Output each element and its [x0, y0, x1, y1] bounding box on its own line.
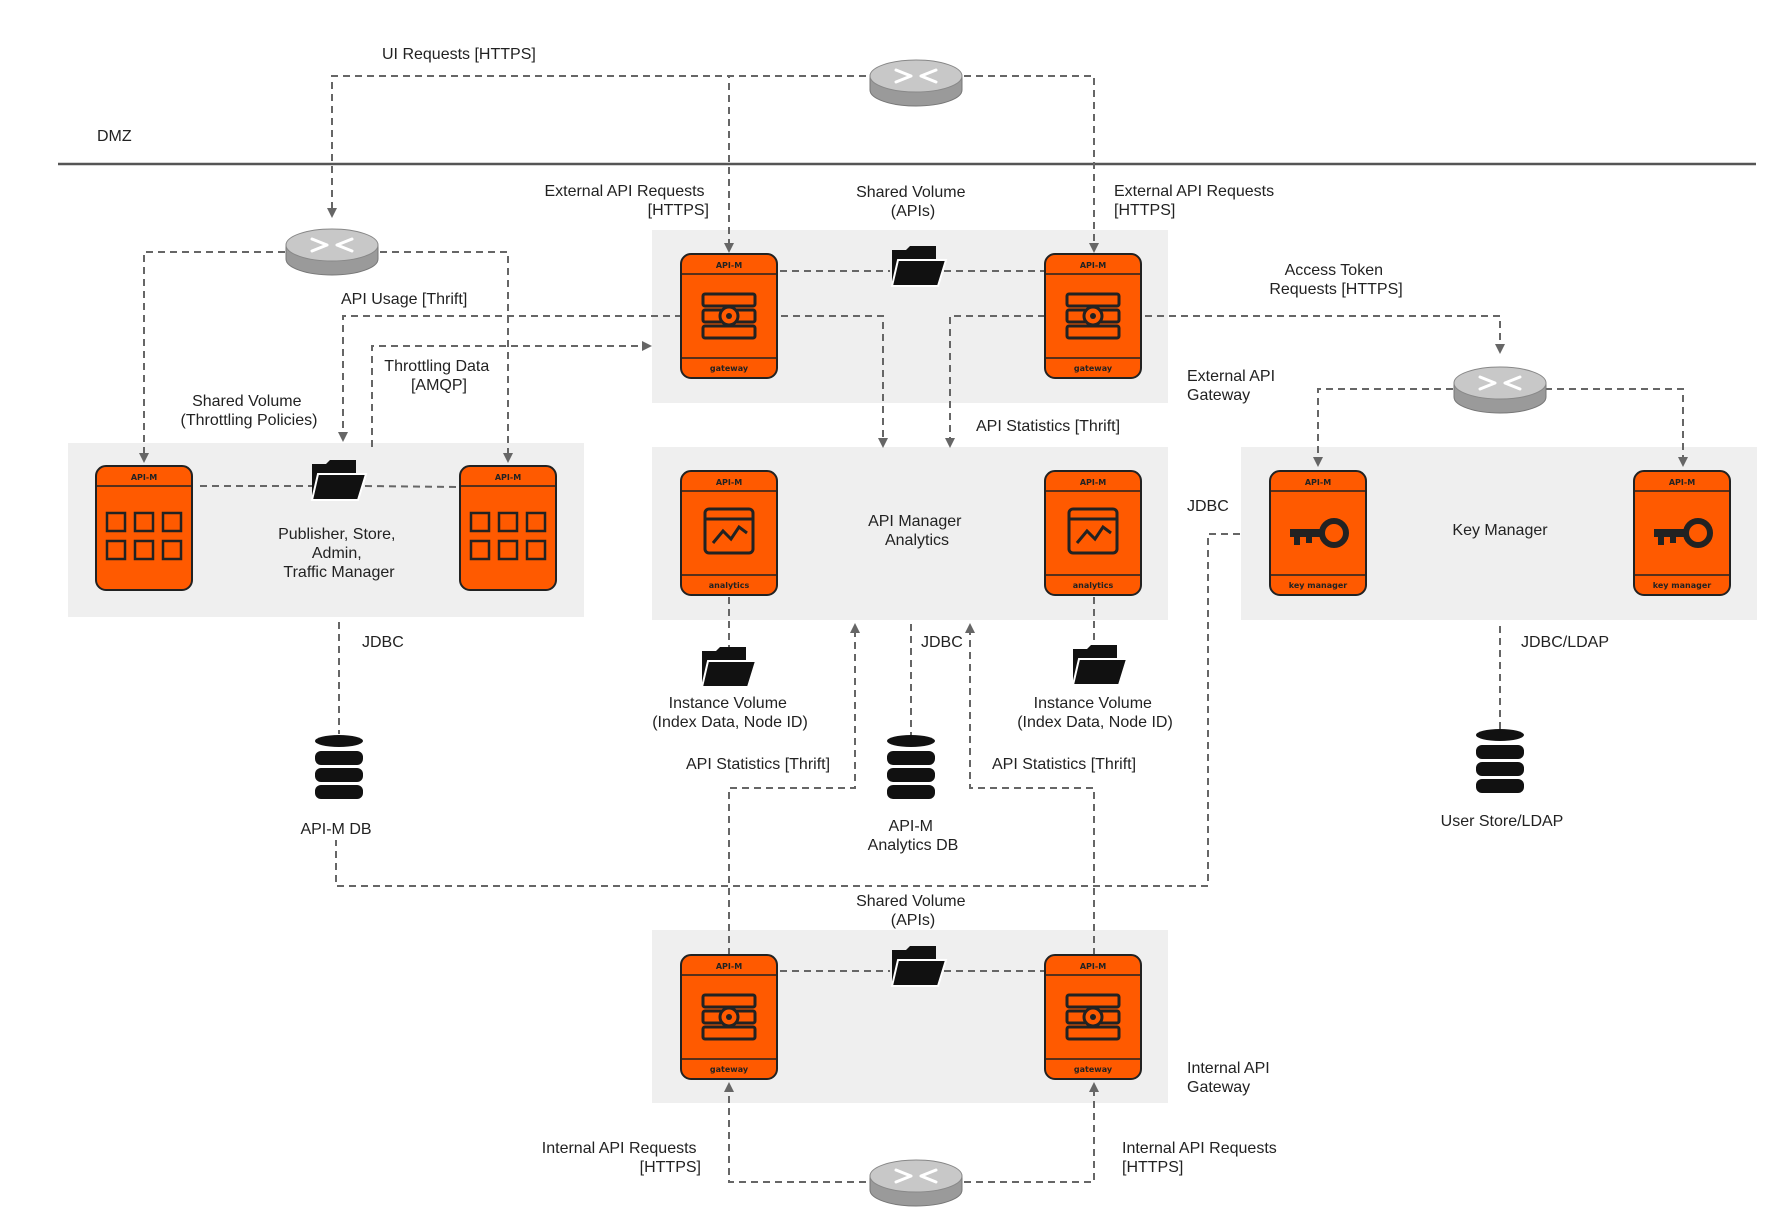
svg-text:API-M: API-M	[716, 962, 742, 971]
label-throttling-data: Throttling Data [AMQP]	[384, 358, 493, 394]
label-api-stats-top: API Statistics [Thrift]	[976, 418, 1120, 435]
label-apim-db: API-M DB	[300, 821, 371, 838]
svg-text:key manager: key manager	[1289, 581, 1348, 590]
publisher-node: API-M	[459, 465, 557, 591]
folder-icon	[700, 647, 758, 688]
svg-text:key manager: key manager	[1653, 581, 1712, 590]
folder-icon	[890, 246, 948, 287]
database-icon	[1476, 729, 1524, 793]
svg-text:API-M: API-M	[1305, 478, 1331, 487]
label-user-store: User Store/LDAP	[1441, 813, 1564, 830]
svg-text:API-M: API-M	[1080, 478, 1106, 487]
key-icon	[1290, 518, 1349, 548]
label-ui-requests: UI Requests [HTTPS]	[382, 46, 536, 63]
label-int-requests-right: Internal API Requests [HTTPS]	[1122, 1140, 1281, 1176]
label-key-manager-zone: Key Manager	[1452, 522, 1548, 539]
label-dmz: DMZ	[97, 128, 132, 145]
key-manager-node: API-M key manager	[1633, 470, 1731, 596]
svg-text:analytics: analytics	[1073, 581, 1114, 590]
gateway-server-icon	[1065, 993, 1121, 1041]
label-jdbc-ldap: JDBC/LDAP	[1521, 634, 1609, 651]
svg-text:API-M: API-M	[1080, 261, 1106, 270]
svg-text:API-M: API-M	[1669, 478, 1695, 487]
gateway-server-icon	[701, 993, 757, 1041]
svg-text:API-M: API-M	[716, 478, 742, 487]
svg-text:gateway: gateway	[710, 364, 749, 373]
database-icon	[887, 735, 935, 799]
router-icon	[869, 59, 963, 107]
router-icon	[1453, 366, 1547, 414]
label-publisher-zone: Publisher, Store, Admin, Traffic Manager	[278, 526, 400, 581]
label-jdbc-mid: JDBC	[921, 634, 963, 651]
svg-text:analytics: analytics	[709, 581, 750, 590]
publisher-grid-icon	[105, 511, 183, 561]
svg-text:gateway: gateway	[710, 1065, 749, 1074]
analytics-chart-icon	[1067, 507, 1119, 555]
label-jdbc-analytics: JDBC	[1187, 498, 1229, 515]
folder-icon	[890, 946, 948, 987]
svg-text:API-M: API-M	[1080, 962, 1106, 971]
database-icon	[315, 735, 363, 799]
label-instance-right: Instance Volume (Index Data, Node ID)	[1017, 695, 1173, 731]
label-external-gateway-zone: External API Gateway	[1187, 368, 1280, 404]
label-api-stats-right: API Statistics [Thrift]	[992, 756, 1136, 773]
label-jdbc-publisher: JDBC	[362, 634, 404, 651]
label-int-requests-left: Internal API Requests [HTTPS]	[542, 1140, 701, 1176]
label-ext-requests-left: External API Requests [HTTPS]	[544, 183, 709, 219]
analytics-node: API-M analytics	[680, 470, 778, 596]
label-instance-left: Instance Volume (Index Data, Node ID)	[652, 695, 808, 731]
connectors	[139, 75, 1688, 1183]
svg-text:gateway: gateway	[1074, 364, 1113, 373]
gateway-node: API-M gateway	[1044, 954, 1142, 1080]
analytics-node: API-M analytics	[1044, 470, 1142, 596]
svg-text:API-M: API-M	[495, 473, 521, 482]
label-api-usage: API Usage [Thrift]	[341, 291, 467, 308]
folder-icon	[310, 460, 368, 501]
publisher-grid-icon	[469, 511, 547, 561]
svg-text:API-M: API-M	[131, 473, 157, 482]
label-api-stats-left: API Statistics [Thrift]	[686, 756, 830, 773]
svg-text:API-M: API-M	[716, 261, 742, 270]
key-manager-node: API-M key manager	[1269, 470, 1367, 596]
label-shared-volume-throttle: Shared Volume (Throttling Policies)	[181, 393, 318, 429]
label-shared-volume-bottom: Shared Volume (APIs)	[856, 893, 970, 929]
router-icon	[285, 228, 379, 276]
label-analytics-zone: API Manager Analytics	[868, 513, 966, 549]
label-ext-requests-right: External API Requests [HTTPS]	[1114, 183, 1279, 219]
label-internal-gateway-zone: Internal API Gateway	[1187, 1060, 1274, 1096]
svg-text:gateway: gateway	[1074, 1065, 1113, 1074]
gateway-node: API-M gateway	[680, 253, 778, 379]
label-access-token: Access Token Requests [HTTPS]	[1269, 262, 1402, 298]
gateway-node: API-M gateway	[680, 954, 778, 1080]
folder-icon	[1071, 645, 1129, 686]
analytics-chart-icon	[703, 507, 755, 555]
gateway-server-icon	[1065, 292, 1121, 340]
label-shared-volume-top: Shared Volume (APIs)	[856, 184, 970, 220]
router-icon	[869, 1159, 963, 1207]
gateway-node: API-M gateway	[1044, 253, 1142, 379]
gateway-server-icon	[701, 292, 757, 340]
label-analytics-db: API-M Analytics DB	[868, 818, 959, 854]
publisher-node: API-M	[95, 465, 193, 591]
key-icon	[1654, 518, 1713, 548]
